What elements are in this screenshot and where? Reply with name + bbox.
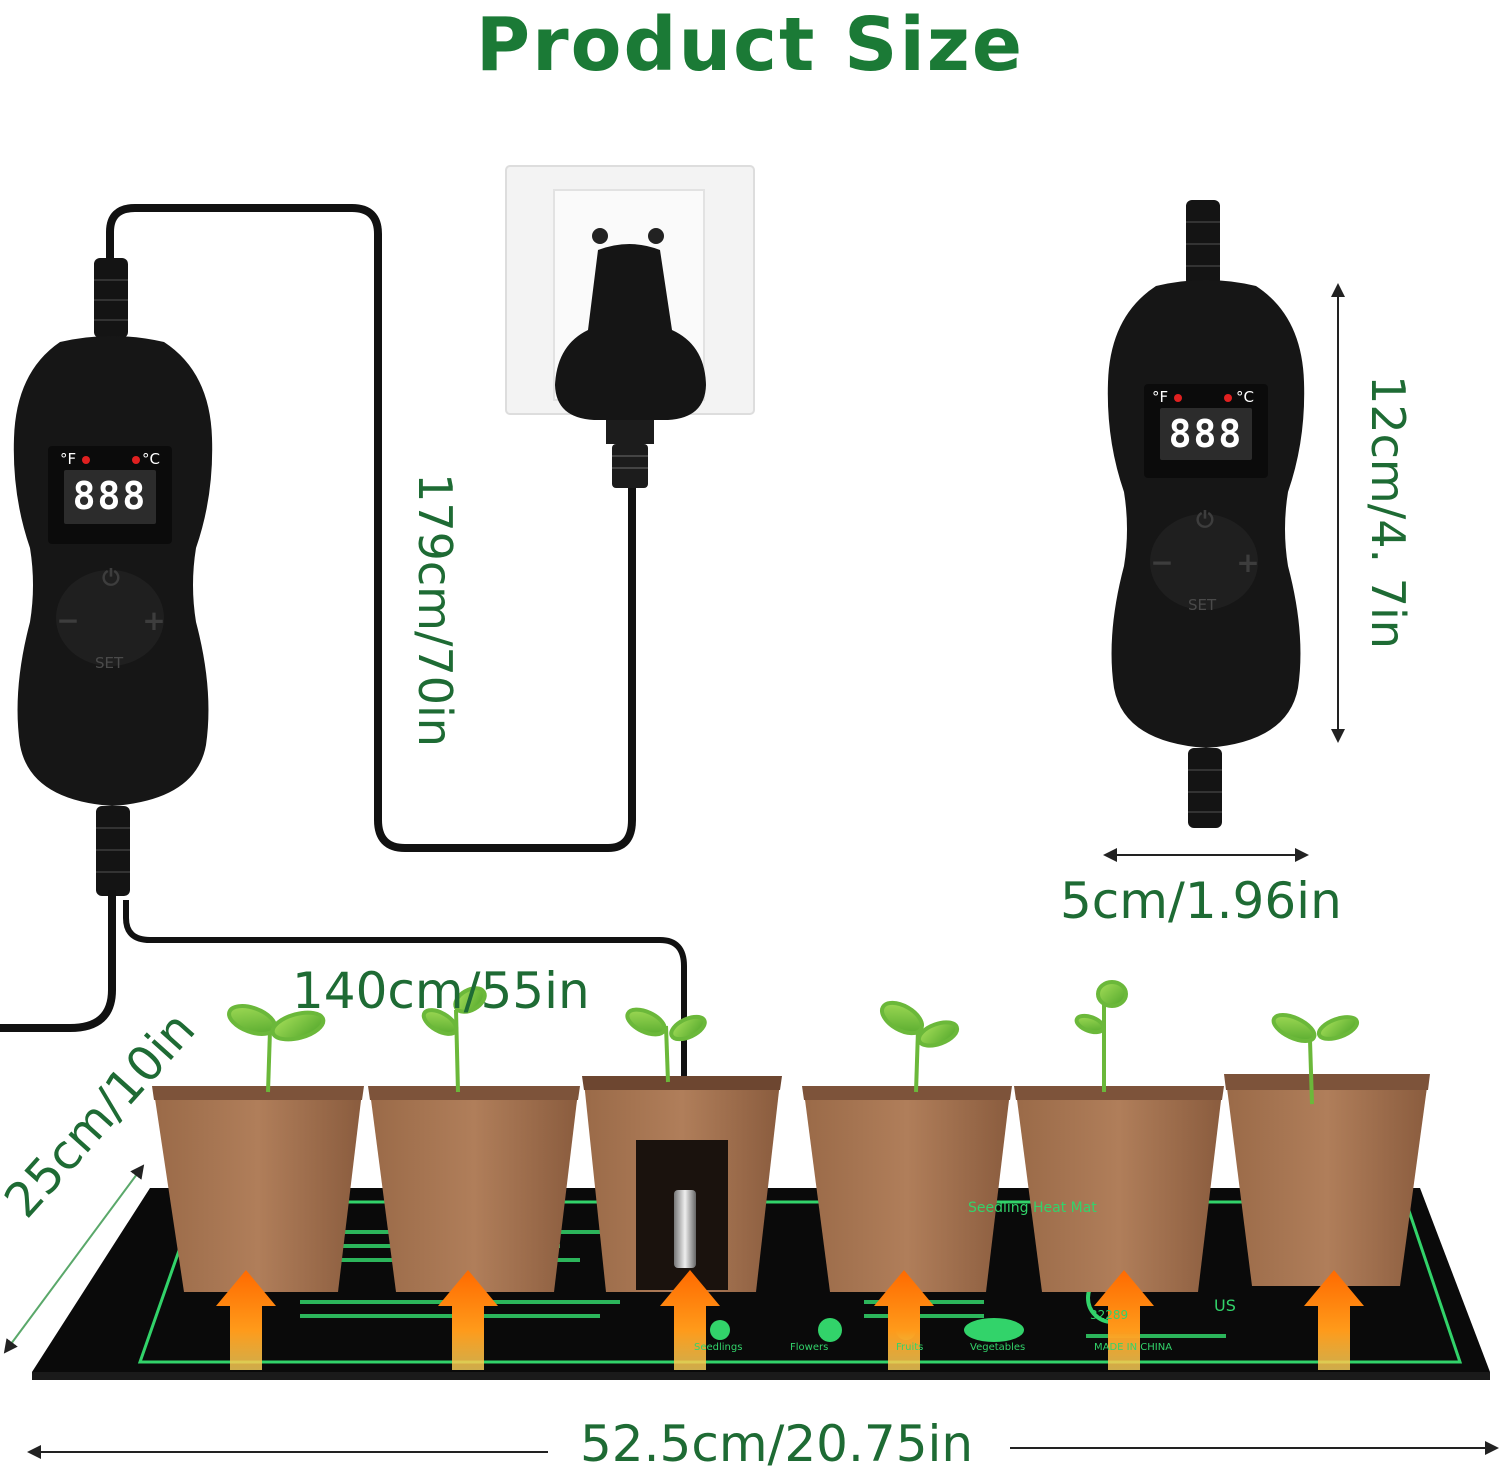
power-plug [555,244,706,488]
sensor-cord [123,900,687,1190]
seedlings [227,980,1360,1105]
power-icon: ⏻ [102,566,120,591]
cord-length-label: 179cm/70in [408,473,462,747]
minus-button: − [1150,546,1174,579]
page-title: Product Size [475,2,1025,88]
controller-display: 888 [72,474,148,518]
celsius-label: °C [142,450,160,468]
minus-button: − [56,604,80,637]
sensor-length-label: 140cm/55in [292,962,590,1020]
temperature-controller-left [13,258,213,896]
temperature-controller-right [1107,200,1305,828]
controller-height-label: 12cm/4. 7in [1361,375,1415,649]
mat-cord [0,890,116,1032]
fahrenheit-label: °F [1152,388,1169,406]
power-icon: ⏻ [1196,508,1214,533]
category-seedlings: Seedlings [694,1342,743,1353]
fahrenheit-label: °F [60,450,77,468]
plus-button: + [142,604,166,637]
set-button-label: SET [1188,596,1217,614]
temperature-probe [674,1190,696,1268]
controller-width-label: 5cm/1.96in [1060,872,1342,930]
category-fruits: Fruits [896,1342,924,1353]
celsius-label: °C [1236,388,1254,406]
plus-button: + [1236,546,1260,579]
cert-code: 32289 [1090,1308,1129,1322]
controller-display: 888 [1168,412,1244,456]
made-in-label: MADE IN CHINA [1094,1342,1173,1353]
cert-label: US [1214,1296,1236,1315]
set-button-label: SET [95,654,124,672]
depth-dimension-arrow [3,1164,145,1354]
heat-arrows [216,1270,1364,1370]
category-vegetables: Vegetables [970,1342,1026,1353]
power-cord [106,204,636,852]
peat-pots [152,1074,1430,1292]
category-flowers: Flowers [790,1342,829,1353]
mat-width-label: 52.5cm/20.75in [580,1415,974,1473]
mat-heading: Seedling Heat Mat [968,1200,1097,1216]
